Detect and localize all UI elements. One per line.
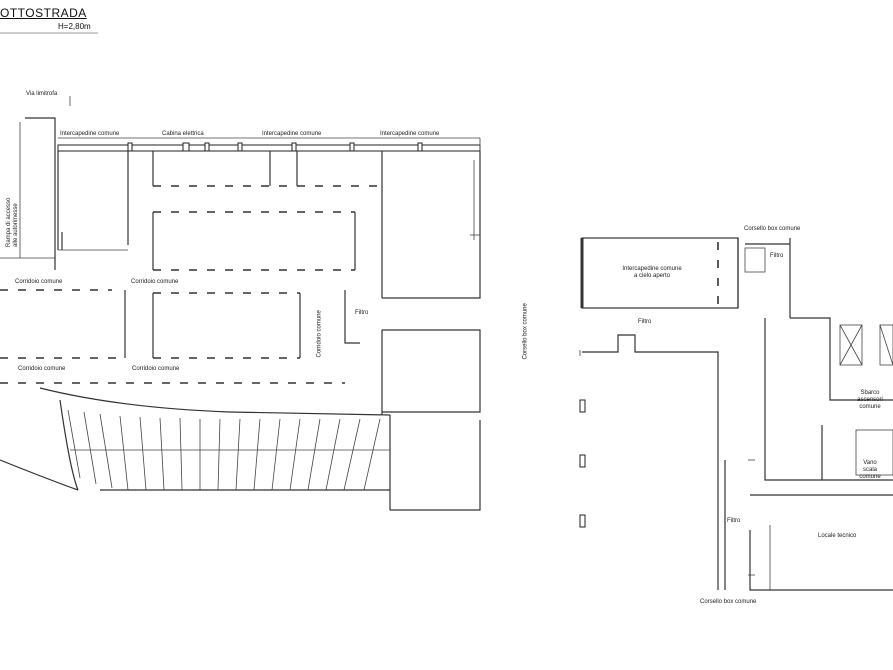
label-intercapedine-1: Intercapedine comune [60,131,120,137]
label-corridoio-2: Corridoio comune [131,279,179,285]
label-rampa: Rampa di accesso alle autorimesse [6,197,19,247]
elevator-1 [839,324,863,366]
label-corsello-vert: Corsello box comune [522,303,529,360]
label-filtro-4: Filtro [727,518,741,524]
label-intercapedine-3: Intercapedine comune [380,131,440,137]
top-wall-posts [127,142,423,152]
label-filtro-2: Filtro [770,253,784,259]
stair-box [855,429,893,476]
label-intercapedine-cielo: Intercapedine comune a cielo aperto [622,266,682,279]
top-wall [57,144,481,152]
left-outer-wall [25,117,56,270]
label-cabina: Cabina elettrica [162,131,204,137]
corsello-wall [582,334,719,590]
filtro-wall [344,290,360,344]
label-intercapedine-2: Intercapedine comune [262,131,322,137]
label-corsello-top: Corsello box comune [744,226,801,232]
label-filtro-3: Filtro [638,319,652,325]
core-wall [790,317,893,401]
label-corridoio-vert: Corridoio comune [316,310,323,358]
label-corridoio-1: Corridoio comune [15,279,63,285]
corsello-posts [579,399,586,528]
height-note: H=2,80m [58,22,91,31]
ramp-hatching [67,409,390,491]
label-via: Via limitrofa [26,91,58,97]
label-filtro-1: Filtro [355,310,369,316]
ramp-curve-top [39,387,391,416]
label-corridoio-3: Corridoio comune [18,366,66,372]
label-sbarco: Sbarco ascensori comune [857,390,883,410]
ramp-curve-bottom [0,459,79,491]
label-vano-scala: Vano scala comune [859,460,881,480]
locale-walls [749,530,893,591]
label-corsello-bottom: Corsello box comune [700,599,757,605]
elevator-2 [879,324,893,366]
plan-title: OTTOSTRADA [0,6,87,20]
label-corridoio-4: Corridoio comune [132,366,180,372]
label-locale-tecnico: Locale tecnico [818,533,857,539]
